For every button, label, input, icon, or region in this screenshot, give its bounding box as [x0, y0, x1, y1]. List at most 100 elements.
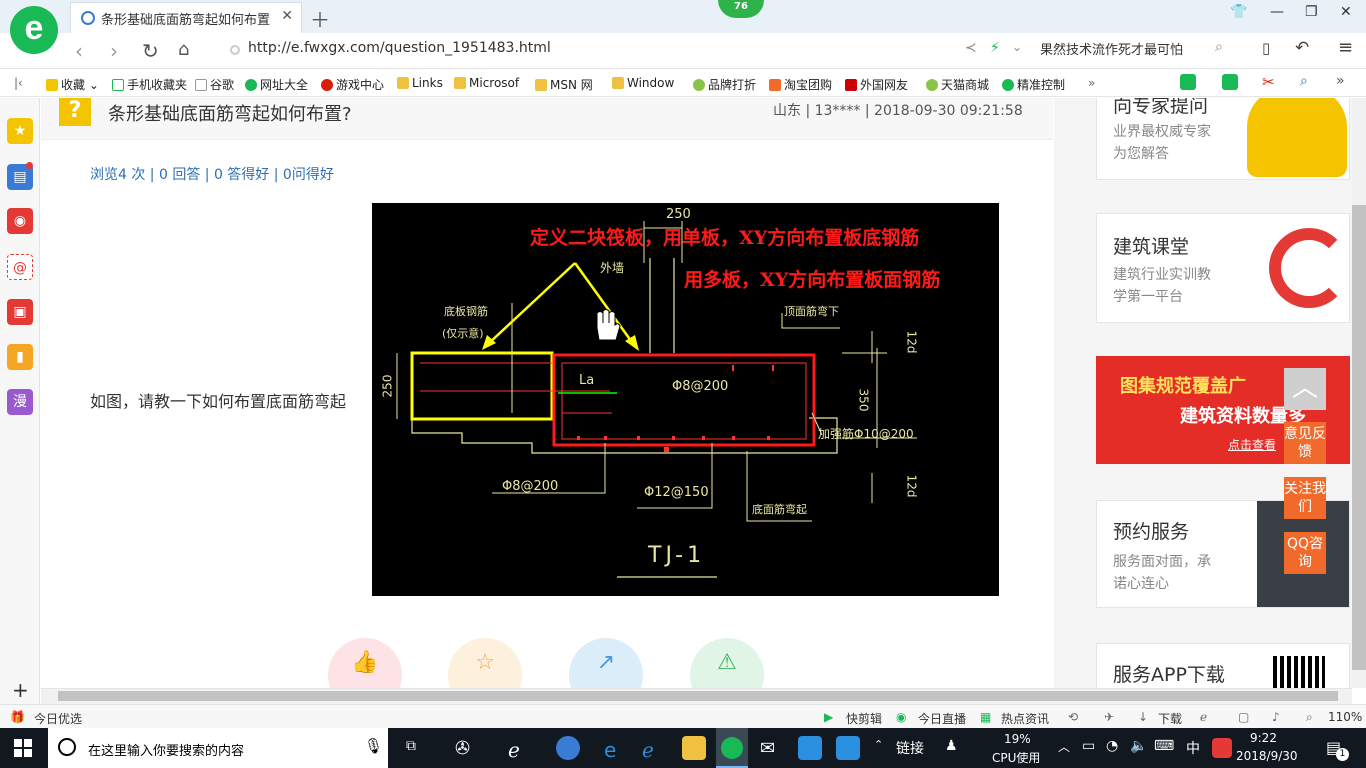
magnifier-icon[interactable]: ⌕ — [1300, 73, 1308, 89]
mail-icon[interactable]: @ — [7, 254, 33, 280]
volume-icon[interactable]: ♪ — [1272, 710, 1280, 724]
lightning-icon[interactable]: ⚡ — [990, 40, 1000, 56]
money-icon[interactable] — [1180, 74, 1196, 90]
taskbar-active-browser[interactable] — [716, 728, 748, 768]
notification-badge[interactable]: 76 — [718, 0, 764, 18]
zoom-level[interactable]: 110% — [1328, 710, 1363, 724]
battery-icon[interactable]: ▭ — [1082, 738, 1096, 754]
clock-date[interactable]: 2018/9/30 — [1236, 749, 1298, 763]
follow-button[interactable]: 关注我们 — [1284, 477, 1326, 519]
bookmark-taobao[interactable]: 淘宝团购 — [769, 76, 832, 93]
more-bookmarks-icon[interactable]: » — [1088, 76, 1096, 90]
edge-icon[interactable]: e — [604, 738, 617, 762]
favorite-button[interactable]: ☆ — [448, 638, 522, 688]
menu-icon[interactable]: ≡ — [1338, 37, 1354, 58]
more-icon[interactable]: » — [1336, 73, 1345, 89]
bookmark-google[interactable]: 谷歌 — [195, 76, 234, 93]
expert-card[interactable]: 向专家提问 业界最权威专家 为您解答 — [1096, 98, 1350, 180]
taskbar-search-box[interactable]: 在这里输入你要搜索的内容 🎙 — [48, 728, 388, 768]
share-button[interactable]: ↗ — [569, 638, 643, 688]
bookmark-favorites[interactable]: 收藏 ⌄ — [46, 76, 99, 93]
bookmark-microsoft[interactable]: Microsof — [454, 76, 519, 90]
like-button[interactable]: 👍 — [328, 638, 402, 688]
url-input[interactable]: http://e.fwxgx.com/question_1951483.html — [228, 40, 958, 62]
translate-icon[interactable] — [1222, 74, 1238, 90]
class-card[interactable]: 建筑课堂 建筑行业实训教 学第一平台 — [1096, 213, 1350, 323]
weibo-icon[interactable]: ◉ — [7, 208, 33, 234]
app-card[interactable]: 服务APP下载 — [1096, 643, 1350, 688]
tab-active[interactable]: 条形基础底面筋弯起如何布置? _ ✕ — [70, 2, 302, 33]
people-icon[interactable]: ♟ — [945, 738, 958, 754]
microphone-icon[interactable]: 🎙 — [364, 737, 384, 755]
phone-icon[interactable]: ▯ — [1262, 39, 1271, 57]
task-view-icon[interactable]: ⧉ — [406, 738, 416, 754]
tray-expand-icon[interactable]: ︿ — [1058, 740, 1071, 754]
sogou-icon[interactable] — [1212, 738, 1232, 758]
bookmark-precise[interactable]: 精准控制 — [1002, 76, 1065, 93]
browser-app-icon[interactable] — [556, 736, 580, 760]
edge-legacy-icon[interactable]: ℯ — [508, 738, 520, 762]
home-icon[interactable]: ⌂ — [178, 39, 190, 60]
ie-icon[interactable]: ℯ — [1200, 710, 1208, 724]
window-icon[interactable]: ▢ — [1238, 710, 1250, 724]
skin-icon[interactable]: 👕 — [1230, 4, 1248, 20]
report-button[interactable]: ⚠ — [690, 638, 764, 688]
history-icon[interactable]: ⟲ — [1068, 710, 1079, 724]
ie-icon[interactable]: ℯ — [642, 738, 654, 762]
close-button[interactable]: ✕ — [1340, 4, 1352, 20]
mail-icon[interactable]: ✉ — [760, 738, 776, 759]
links-toolbar[interactable]: 链接 — [896, 741, 924, 757]
bookmark-brand[interactable]: 品牌打折 — [693, 76, 756, 93]
forward-icon[interactable]: › — [110, 39, 118, 63]
back-to-top-icon[interactable]: ︿ — [1284, 368, 1326, 410]
banner-link[interactable]: 点击查看 — [1228, 438, 1277, 452]
bookmark-games[interactable]: 游戏中心 — [321, 76, 384, 93]
bookmark-directory[interactable]: 网址大全 — [245, 76, 308, 93]
bookmark-mobile[interactable]: 手机收藏夹 — [112, 76, 187, 93]
book-icon[interactable]: ▮ — [7, 344, 33, 370]
comic-icon[interactable]: 漫 — [7, 389, 33, 415]
scissors-icon[interactable]: ✂ — [1262, 73, 1275, 91]
question-stats[interactable]: 浏览4 次 | 0 回答 | 0 答得好 | 0问得好 — [90, 167, 334, 183]
status-download[interactable]: 下载 — [1158, 712, 1183, 726]
vertical-scrollbar-thumb[interactable] — [1352, 205, 1366, 670]
wifi-icon[interactable]: ◔ — [1106, 738, 1119, 754]
new-tab-button[interactable]: ＋ — [310, 8, 330, 32]
windows-start-icon[interactable] — [14, 739, 32, 757]
fan-app-icon[interactable]: ✇ — [455, 738, 471, 759]
minimize-button[interactable]: — — [1270, 4, 1284, 20]
search-input[interactable]: 果然技术流作死才最可怕 — [1040, 43, 1184, 58]
ime-indicator[interactable]: 中 — [1186, 741, 1200, 757]
maximize-button[interactable]: ❐ — [1305, 4, 1318, 20]
g-app-icon[interactable] — [798, 736, 822, 760]
news-icon[interactable]: ▤ — [7, 164, 33, 190]
feedback-button[interactable]: 意见反馈 — [1284, 422, 1326, 464]
today-picks[interactable]: 今日优选 — [34, 712, 83, 726]
bookmark-tmall[interactable]: 天猫商城 — [926, 76, 989, 93]
speaker-icon[interactable]: 🔈 — [1130, 738, 1148, 754]
dropdown-icon[interactable]: ⌄ — [1012, 40, 1023, 54]
status-hot-news[interactable]: 热点资讯 — [1001, 712, 1050, 726]
back-icon[interactable]: ‹ — [75, 39, 83, 63]
horizontal-scrollbar-thumb[interactable] — [58, 691, 1338, 701]
game-icon[interactable]: ▣ — [7, 299, 33, 325]
pin-icon[interactable]: ✈ — [1104, 710, 1115, 724]
status-live[interactable]: 今日直播 — [918, 712, 967, 726]
refresh-icon[interactable]: ↻ — [142, 39, 159, 63]
bookmark-links[interactable]: Links — [397, 76, 443, 90]
bookmark-foreign[interactable]: 外国网友 — [845, 76, 908, 93]
browser-logo-icon[interactable]: e — [10, 6, 58, 54]
keyboard-icon[interactable]: ⌨ — [1154, 738, 1175, 754]
bookmark-window[interactable]: Window — [612, 76, 674, 90]
favorites-icon[interactable]: ★ — [7, 118, 33, 144]
bookmark-msn[interactable]: MSN 网 — [535, 76, 593, 93]
collapse-sidebar-icon[interactable]: |‹ — [14, 76, 23, 90]
qq-button[interactable]: QQ咨询 — [1284, 532, 1326, 574]
status-quick-clip[interactable]: 快剪辑 — [846, 712, 883, 726]
tab-close-icon[interactable]: ✕ — [281, 8, 293, 24]
clock-time[interactable]: 9:22 — [1250, 731, 1277, 745]
plus-app-icon[interactable] — [836, 736, 860, 760]
undo-icon[interactable]: ↶ — [1295, 38, 1310, 58]
add-icon[interactable]: + — [12, 678, 29, 702]
search-icon[interactable]: ⌕ — [1215, 39, 1223, 55]
